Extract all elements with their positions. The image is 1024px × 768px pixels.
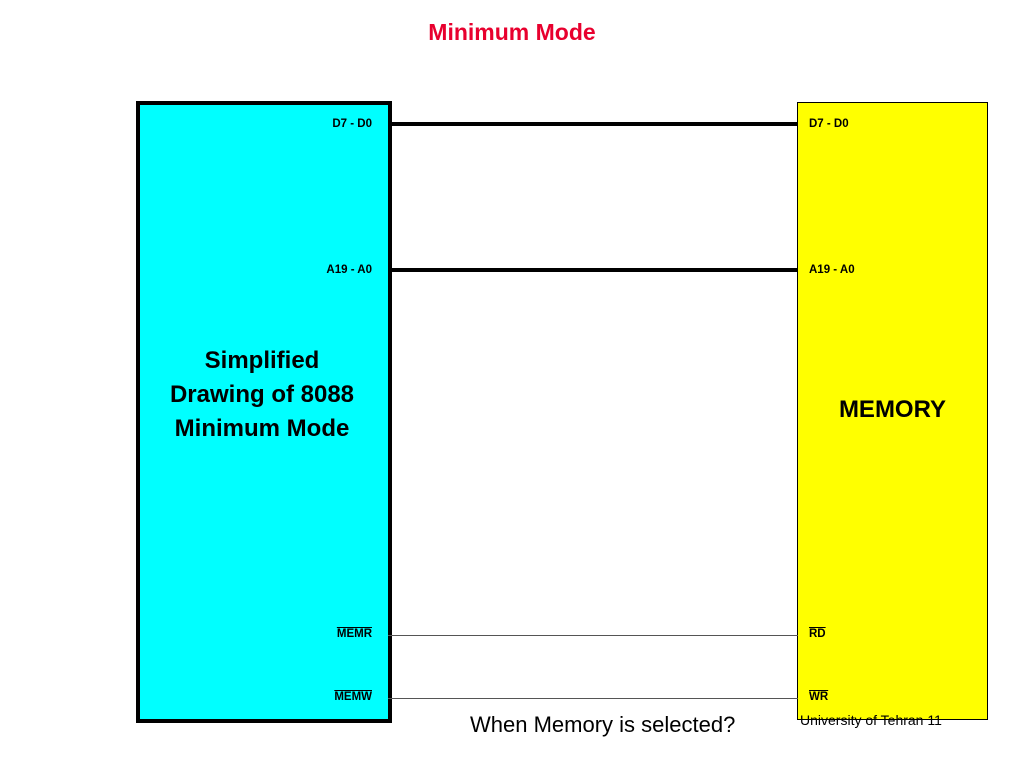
cpu-pin-memr: MEMR (336, 628, 372, 640)
memory-pin-rd: RD (809, 628, 826, 640)
cpu-label: Simplified Drawing of 8088 Minimum Mode (169, 347, 355, 442)
cpu-pin-data: D7 - D0 (332, 118, 372, 130)
memr-signal-line (388, 635, 798, 636)
address-bus-line (388, 268, 798, 272)
cpu-pin-memw: MEMW (334, 691, 372, 703)
memory-pin-wr: WR (809, 691, 829, 703)
memory-block (797, 102, 988, 720)
cpu-pin-address: A19 - A0 (326, 264, 372, 276)
memory-label: MEMORY (838, 396, 947, 423)
data-bus-line (388, 122, 798, 126)
cpu-block (136, 101, 392, 723)
memw-signal-line (388, 698, 798, 699)
slide-title: Minimum Mode (428, 19, 596, 45)
footer-question: When Memory is selected? (470, 712, 736, 737)
memory-pin-data: D7 - D0 (809, 118, 849, 130)
footer-source: University of Tehran 11 (800, 712, 942, 728)
memory-pin-address: A19 - A0 (809, 264, 855, 276)
